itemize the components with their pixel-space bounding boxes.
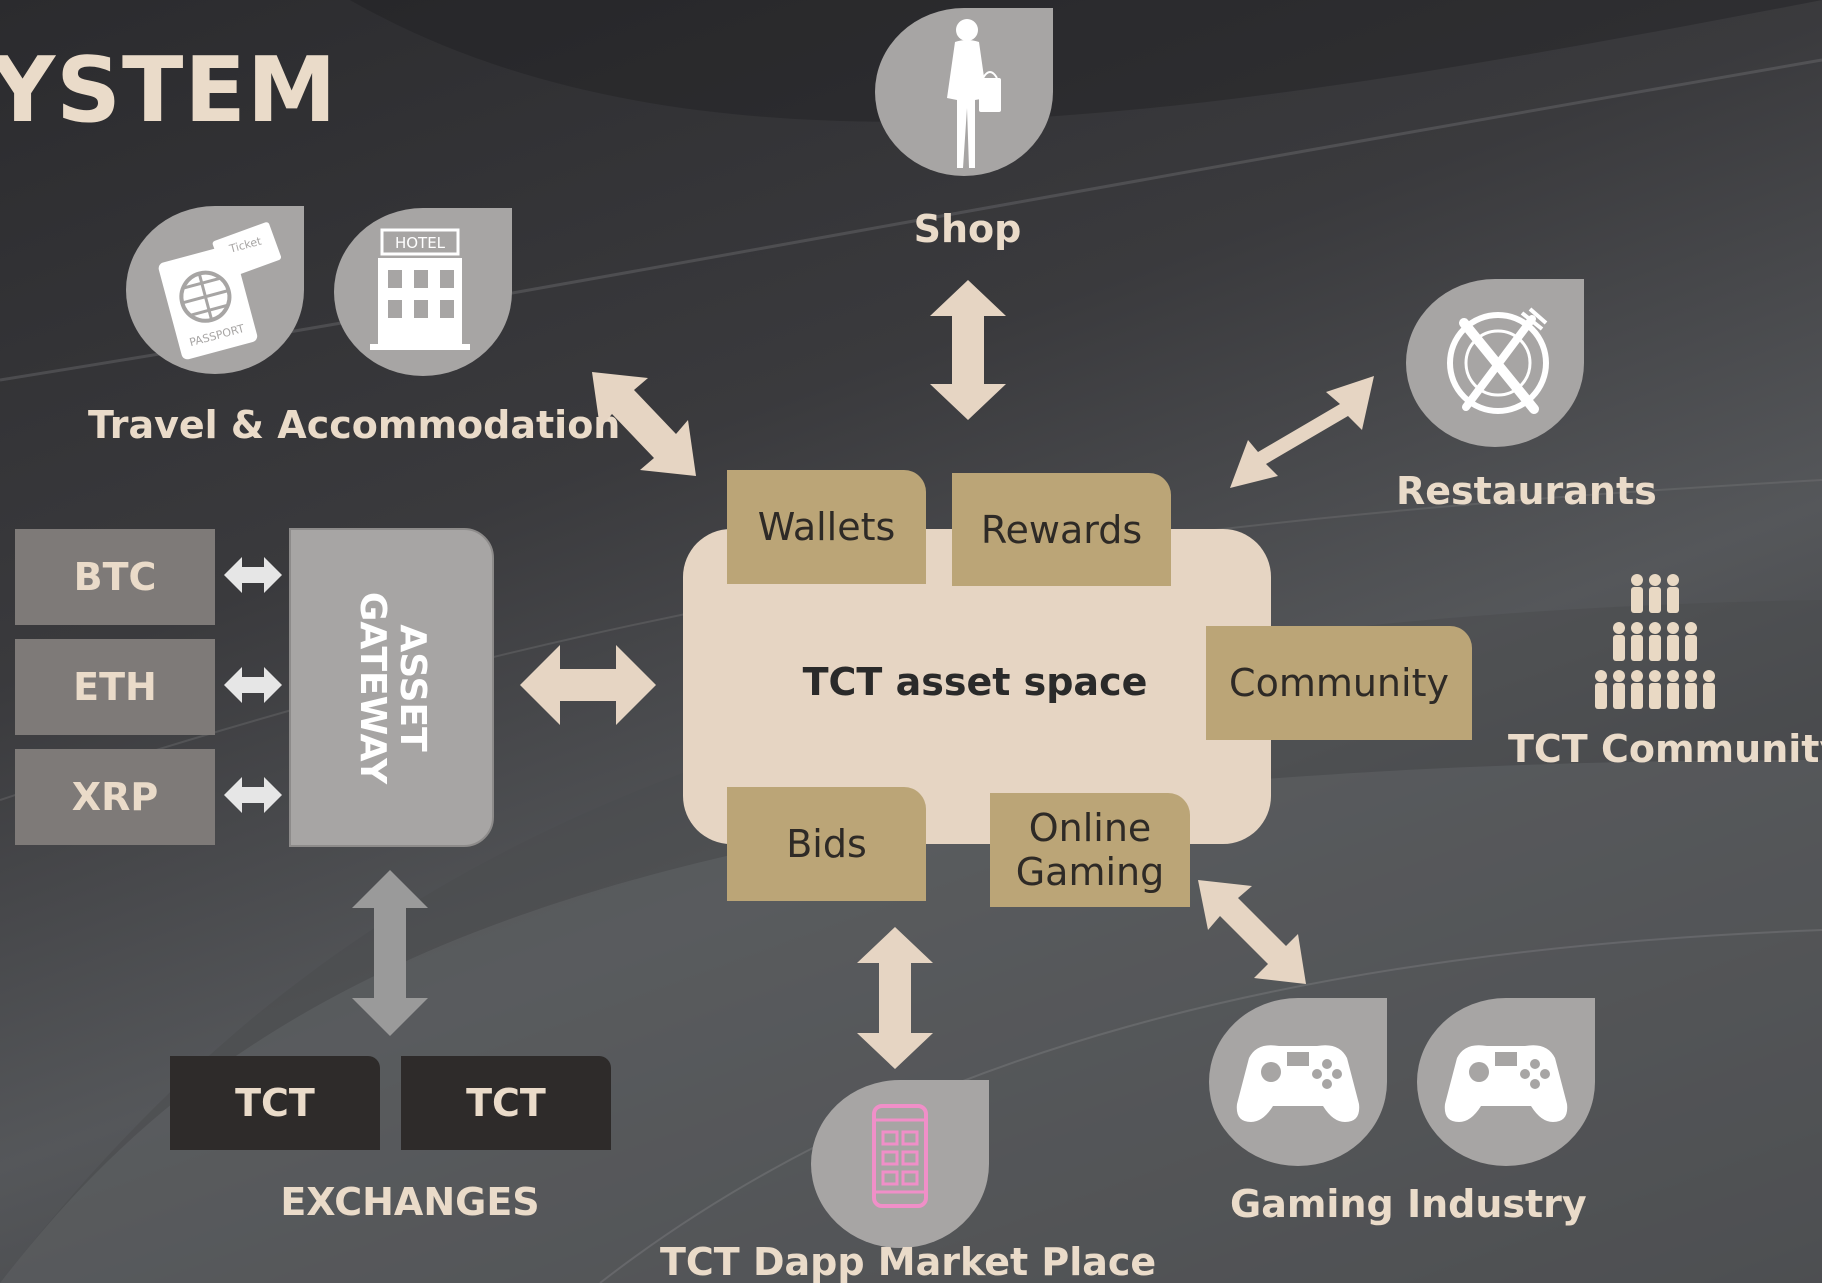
asset-gateway-line-1: ASSET [391,623,433,752]
tct-asset-space-label: TCT asset space [802,660,1148,704]
dapp-market-place-label: TCT Dapp Market Place [660,1240,1157,1283]
shop-label: Shop [913,207,1022,251]
hotel-icon: HOTEL [334,208,512,376]
tct-community-label: TCT Community [1508,727,1822,771]
gamepad-icon [1417,998,1595,1166]
travel-core-arrow [592,372,696,476]
smartphone-icon [811,1080,989,1248]
online-gaming-tab: Online Gaming [990,793,1190,907]
xrp-box: XRP [15,749,215,845]
rewards-tab: Rewards [952,473,1171,586]
online-gaming-line-2: Gaming [1015,850,1165,894]
exchange-tct-box-1: TCT [170,1056,380,1150]
gamepad-icon [1209,998,1387,1166]
restaurants-core-arrow [1230,376,1374,488]
eth-box: ETH [15,639,215,735]
wallets-tab: Wallets [727,470,926,584]
gaming-industry-label: Gaming Industry [1230,1182,1587,1226]
hotel-text: HOTEL [395,234,446,252]
btc-gateway-arrow [224,557,282,593]
xrp-gateway-arrow [224,777,282,813]
community-tab: Community [1206,626,1472,740]
plate-fork-knife-icon [1406,279,1584,447]
dapp-core-arrow [857,927,933,1069]
shop-core-arrow [930,280,1006,420]
gaming-core-arrow [1198,880,1306,984]
btc-box: BTC [15,529,215,625]
travel-accommodation-label: Travel & Accommodation [88,403,621,447]
shop-icon [875,8,1053,176]
asset-gateway-label: ASSET GATEWAY [351,591,433,784]
passport-ticket-icon: PASSPORT Ticket [126,206,304,374]
exchange-tct-box-2: TCT [401,1056,611,1150]
asset-gateway-box: ASSET GATEWAY [289,528,494,847]
online-gaming-line-1: Online [1028,806,1152,850]
community-people-icon [1595,574,1715,709]
restaurants-label: Restaurants [1396,469,1657,513]
asset-gateway-line-2: GATEWAY [351,591,393,784]
gateway-core-arrow [520,645,656,725]
bids-tab: Bids [727,787,926,901]
page-title: YSTEM [0,38,338,143]
exchanges-label: EXCHANGES [280,1180,540,1224]
gateway-exchanges-arrow [352,870,428,1036]
eth-gateway-arrow [224,667,282,703]
